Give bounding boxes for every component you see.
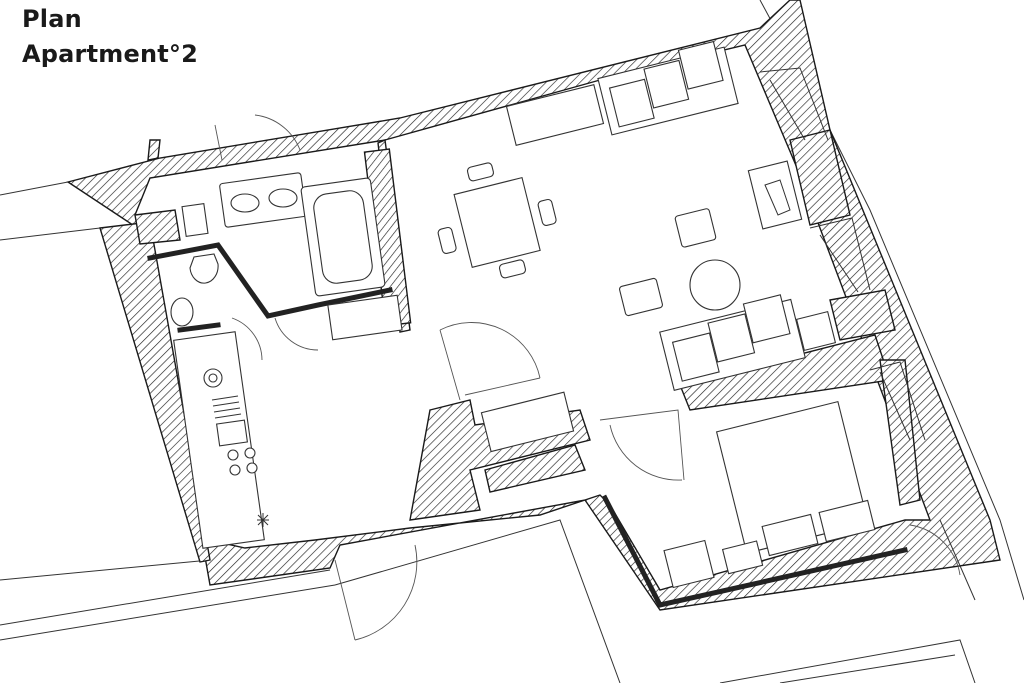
kitchen-fixtures — [173, 331, 269, 549]
outer-walls — [66, 0, 1001, 611]
living-room-furniture — [437, 40, 837, 391]
bathroom-fixtures — [170, 172, 403, 341]
plan-title: Plan Apartment°2 — [22, 2, 198, 72]
title-line-apartment: Apartment°2 — [22, 40, 199, 68]
doors — [214, 114, 961, 641]
interior-walls — [134, 129, 921, 521]
windows — [759, 67, 976, 601]
title-line-plan: Plan — [22, 5, 82, 33]
bedroom-furniture — [480, 391, 876, 589]
partition-lines — [147, 242, 908, 608]
